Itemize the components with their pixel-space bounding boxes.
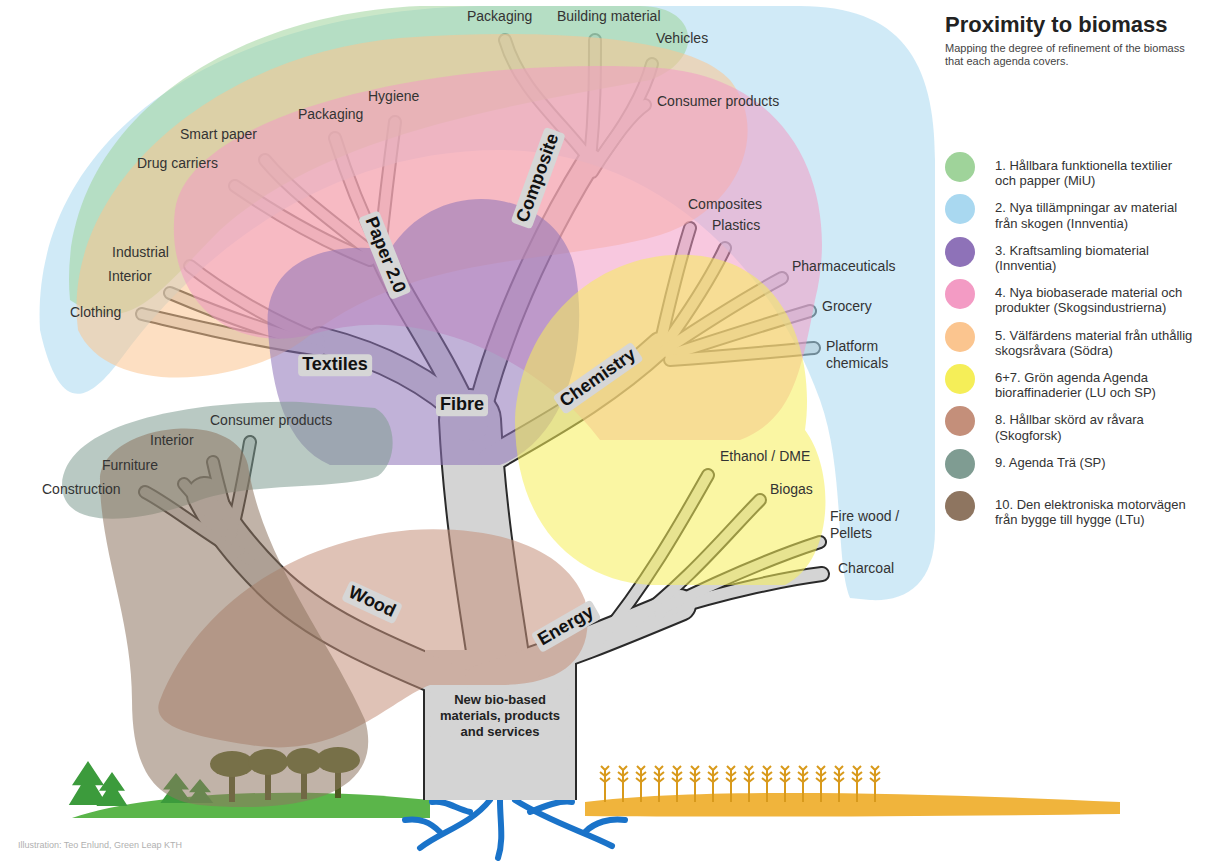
legend-text: 8. Hållbar skörd av råvara (Skogforsk) <box>995 412 1195 442</box>
branch-label: Interior <box>108 268 152 285</box>
pine-tree <box>96 772 127 806</box>
branch-label: Furniture <box>102 457 158 474</box>
legend-text: 9. Agenda Trä (SP) <box>995 455 1195 470</box>
branch-label: Platform chemicals <box>826 338 911 372</box>
legend-item: 9. Agenda Trä (SP) <box>945 455 1200 470</box>
wheat-ear <box>780 766 790 782</box>
branch-label: Smart paper <box>180 126 257 143</box>
wheat-ear <box>834 766 844 782</box>
node-text: New bio-based materials, products and se… <box>434 692 566 741</box>
wheat-ear <box>708 766 718 782</box>
legend-text: 1. Hållbara funktionella textilier och p… <box>995 158 1195 188</box>
legend-text: 4. Nya biobaserade material och produkte… <box>995 285 1195 315</box>
legend-item: 5. Välfärdens material från uthållig sko… <box>945 328 1200 358</box>
trunk-node: New bio-based materials, products and se… <box>430 688 570 745</box>
legend-swatch <box>945 406 975 436</box>
legend-swatch <box>945 152 975 182</box>
branch-label: Construction <box>42 481 121 498</box>
branch-label: Drug carriers <box>137 155 218 172</box>
legend-text: 2. Nya tillämpningar av material från sk… <box>995 200 1195 230</box>
credit-note: Illustration: Teo Enlund, Green Leap KTH <box>18 840 182 851</box>
agenda-region <box>515 255 825 585</box>
category-label: Fibre <box>436 394 488 416</box>
legend-item: 6+7. Grön agenda Agenda bioraffinaderier… <box>945 370 1200 400</box>
root <box>498 800 501 858</box>
wheat-ear <box>762 766 772 782</box>
branch-label: Consumer products <box>657 93 779 110</box>
legend-item: 1. Hållbara funktionella textilier och p… <box>945 158 1200 188</box>
branch-label: Vehicles <box>656 30 708 47</box>
agenda-region <box>100 428 368 807</box>
branch-label: Building material <box>557 8 661 25</box>
branch-label: Consumer products <box>210 412 332 429</box>
wheat-ear <box>618 766 628 782</box>
category-label: Textiles <box>298 354 372 376</box>
wheat-stalks <box>600 766 880 802</box>
wheat-ear <box>636 766 646 782</box>
wheat-ear <box>852 766 862 782</box>
branch-label: Biogas <box>770 481 813 498</box>
root <box>530 802 572 812</box>
branch-label: Ethanol / DME <box>720 448 810 465</box>
title: Proximity to biomass <box>945 12 1168 38</box>
legend-swatch <box>945 279 975 309</box>
branch-label: Hygiene <box>368 88 419 105</box>
legend-item: 3. Kraftsamling biomaterial (Innventia) <box>945 243 1200 273</box>
legend-swatch <box>945 237 975 267</box>
agenda-regions <box>40 6 935 807</box>
legend-item: 4. Nya biobaserade material och produkte… <box>945 285 1200 315</box>
branch-label: Charcoal <box>838 560 894 577</box>
legend-swatch <box>945 491 975 521</box>
root <box>432 802 470 812</box>
branch-label: Plastics <box>712 217 760 234</box>
branch-label: Industrial <box>112 244 169 261</box>
legend-text: 6+7. Grön agenda Agenda bioraffinaderier… <box>995 370 1195 400</box>
wheat-ear <box>870 766 880 782</box>
wheat-ear <box>672 766 682 782</box>
root <box>585 820 625 833</box>
wheat-ear <box>690 766 700 782</box>
wheat-ear <box>654 766 664 782</box>
branch-label: Packaging <box>298 106 363 123</box>
wheat-ear <box>744 766 754 782</box>
legend-swatch <box>945 364 975 394</box>
root <box>405 820 440 833</box>
legend-item: 10. Den elektroniska motorvägen från byg… <box>945 497 1200 527</box>
branch-label: Interior <box>150 432 194 449</box>
branch-label: Fire wood / Pellets <box>830 508 910 542</box>
branch-label: Packaging <box>467 8 532 25</box>
legend-item: 2. Nya tillämpningar av material från sk… <box>945 200 1200 230</box>
field-strip <box>585 793 1120 817</box>
branch-label: Grocery <box>822 298 872 315</box>
legend-swatch <box>945 194 975 224</box>
legend-text: 10. Den elektroniska motorvägen från byg… <box>995 497 1195 527</box>
wheat-ear <box>600 766 610 782</box>
legend-swatch <box>945 449 975 479</box>
legend-item: 8. Hållbar skörd av råvara (Skogforsk) <box>945 412 1200 442</box>
wheat-ear <box>798 766 808 782</box>
legend-text: 3. Kraftsamling biomaterial (Innventia) <box>995 243 1195 273</box>
branch-label: Clothing <box>70 304 121 321</box>
roots <box>405 800 625 858</box>
caption: Mapping the degree of refinement of the … <box>945 42 1200 68</box>
wheat-ear <box>816 766 826 782</box>
branch-label: Pharmaceuticals <box>792 258 896 275</box>
branch-label: Composites <box>688 196 762 213</box>
legend-text: 5. Välfärdens material från uthållig sko… <box>995 328 1195 358</box>
legend-swatch <box>945 322 975 352</box>
wheat-ear <box>726 766 736 782</box>
